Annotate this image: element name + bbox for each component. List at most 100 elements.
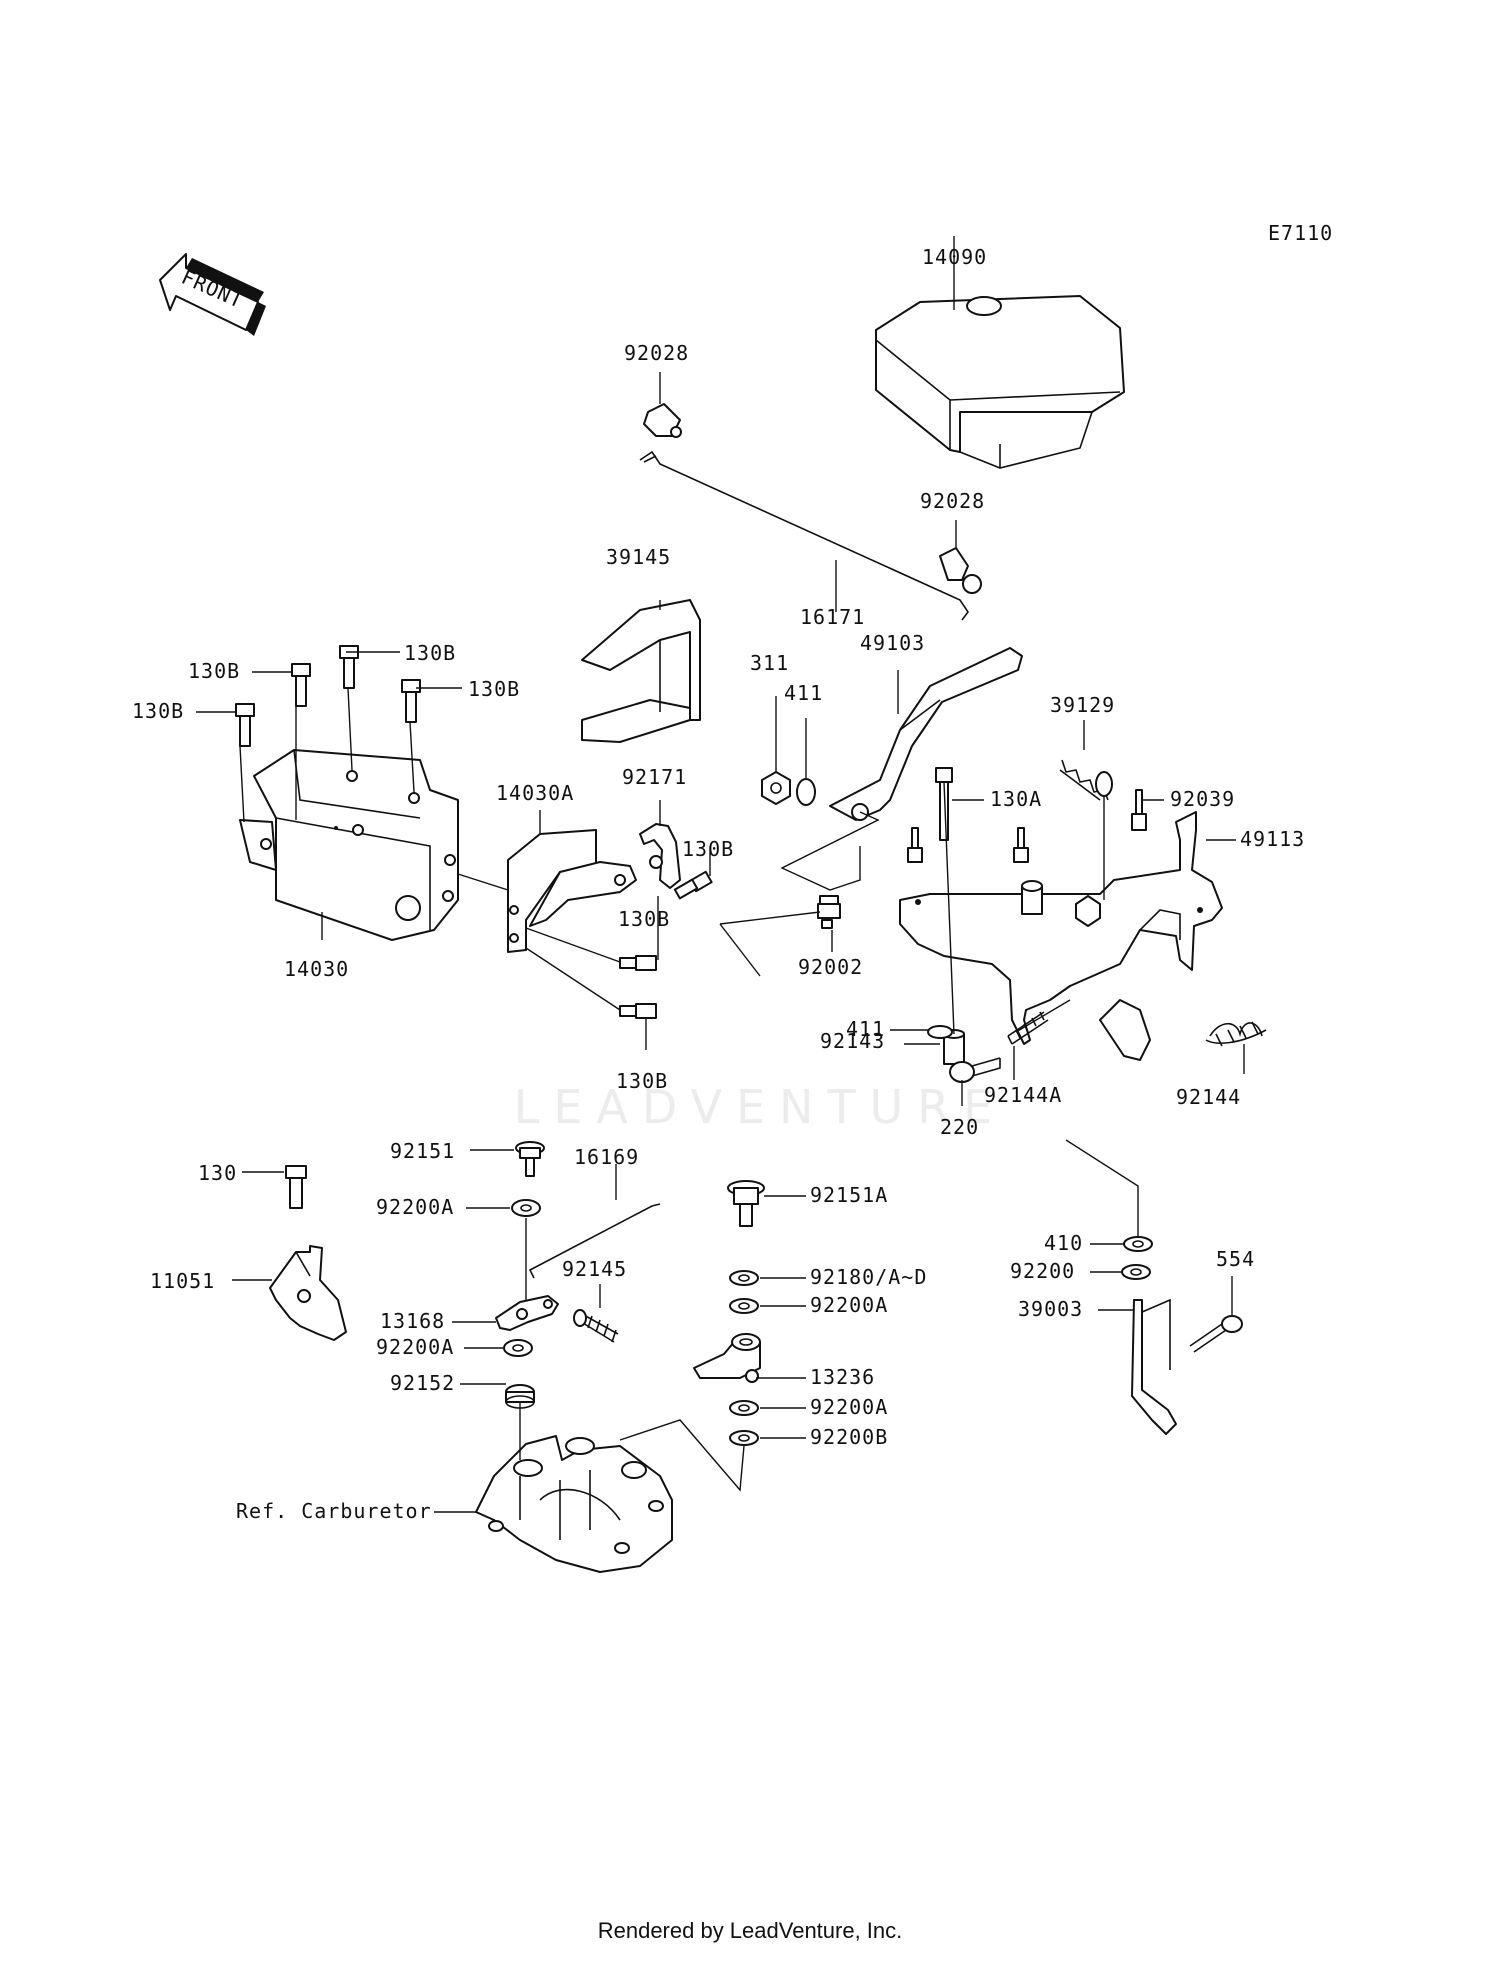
label-92200A-2[interactable]: 92200A (376, 1335, 454, 1359)
label-130B-7[interactable]: 130B (616, 1069, 668, 1093)
label-92002[interactable]: 92002 (798, 955, 863, 979)
front-arrow: FRONT (159, 253, 266, 336)
label-92200A-4[interactable]: 92200A (810, 1395, 888, 1419)
label-16169[interactable]: 16169 (574, 1145, 639, 1169)
label-220[interactable]: 220 (940, 1115, 979, 1139)
label-130B-3[interactable]: 130B (468, 677, 520, 701)
spring-92145[interactable] (573, 1309, 619, 1343)
label-92171[interactable]: 92171 (622, 765, 687, 789)
label-130[interactable]: 130 (198, 1161, 237, 1185)
label-39003[interactable]: 39003 (1018, 1297, 1083, 1321)
label-92180[interactable]: 92180/A~D (810, 1265, 927, 1289)
label-92028-top[interactable]: 92028 (624, 341, 689, 365)
pin-92039[interactable] (907, 789, 1147, 863)
part-labels: 14090 92028 92028 16171 39145 49103 311 … (132, 245, 1305, 1523)
washer-92200B[interactable] (729, 1430, 759, 1446)
lever-49103[interactable] (829, 647, 1023, 821)
label-311[interactable]: 311 (750, 651, 789, 675)
label-130B-6[interactable]: 130B (618, 907, 670, 931)
label-49113[interactable]: 49113 (1240, 827, 1305, 851)
watermark: LEADVENTURE (513, 1080, 1007, 1134)
air-cleaner-box-14030[interactable] (239, 749, 459, 941)
label-16171[interactable]: 16171 (800, 605, 865, 629)
nut-311[interactable] (761, 771, 791, 805)
carburetor-reference[interactable] (475, 1435, 673, 1573)
bolt-92151A[interactable] (727, 1180, 765, 1227)
clamp-92171[interactable] (639, 823, 681, 889)
bolt-130A[interactable] (935, 767, 953, 841)
label-130B-5[interactable]: 130B (682, 837, 734, 861)
label-13236[interactable]: 13236 (810, 1365, 875, 1389)
cotter-pin-554[interactable] (1189, 1315, 1243, 1353)
spring-92144A[interactable] (1007, 1011, 1049, 1045)
footer-credit: Rendered by LeadVenture, Inc. (597, 1918, 903, 1943)
washer-92200A-3[interactable] (729, 1298, 759, 1314)
label-92152[interactable]: 92152 (390, 1371, 455, 1395)
air-cleaner-cover-14090[interactable] (875, 295, 1125, 469)
lever-13168[interactable] (495, 1295, 559, 1331)
washer-411-bottom[interactable] (927, 1025, 953, 1039)
label-49103[interactable]: 49103 (860, 631, 925, 655)
bolt-130B-4[interactable] (235, 703, 255, 747)
label-14090[interactable]: 14090 (922, 245, 987, 269)
governor-rod-16171[interactable] (639, 450, 969, 621)
label-92028-bottom[interactable]: 92028 (920, 489, 985, 513)
bolt-130B-5[interactable] (673, 870, 713, 900)
spring-92144[interactable] (1205, 1021, 1267, 1047)
label-14030A[interactable]: 14030A (496, 781, 574, 805)
shaft-39003[interactable] (1131, 1298, 1177, 1435)
label-ref-carburetor[interactable]: Ref. Carburetor (236, 1499, 432, 1523)
bracket-49113[interactable] (899, 811, 1223, 1061)
label-92145[interactable]: 92145 (562, 1257, 627, 1281)
diagram-code: E7110 (1268, 221, 1333, 245)
label-11051[interactable]: 11051 (150, 1269, 215, 1293)
label-92200B[interactable]: 92200B (810, 1425, 888, 1449)
washer-92180[interactable] (729, 1270, 759, 1286)
cover-39145[interactable] (581, 599, 701, 743)
label-554[interactable]: 554 (1216, 1247, 1255, 1271)
bolt-130B-6[interactable] (619, 955, 657, 971)
bolt-130B-1[interactable] (291, 663, 311, 707)
washer-92200A-2[interactable] (503, 1339, 533, 1357)
label-13168[interactable]: 13168 (380, 1309, 445, 1333)
label-92200A-3[interactable]: 92200A (810, 1293, 888, 1317)
label-39145[interactable]: 39145 (606, 545, 671, 569)
label-411-bottom[interactable]: 411 (846, 1017, 885, 1041)
lever-13236[interactable] (693, 1333, 761, 1383)
bracket-11051[interactable] (269, 1245, 347, 1341)
label-92039[interactable]: 92039 (1170, 787, 1235, 811)
clip-92028-bottom[interactable] (939, 547, 982, 594)
label-130B-1[interactable]: 130B (188, 659, 240, 683)
washer-92200[interactable] (1121, 1264, 1151, 1280)
screw-92002[interactable] (817, 895, 841, 929)
bolt-130B-3[interactable] (401, 679, 421, 723)
washer-92200A-4[interactable] (729, 1400, 759, 1416)
washer-92200A-1[interactable] (511, 1199, 541, 1217)
bracket-14030A[interactable] (507, 829, 637, 953)
washer-410[interactable] (1123, 1236, 1153, 1252)
link-rod-16169[interactable] (528, 1203, 661, 1279)
bolt-130B-7[interactable] (619, 1003, 657, 1019)
clip-92028-top[interactable] (643, 403, 682, 438)
label-92143[interactable]: 92143 (820, 1029, 885, 1053)
label-92144A[interactable]: 92144A (984, 1083, 1062, 1107)
label-130B-2[interactable]: 130B (404, 641, 456, 665)
bolt-130[interactable] (285, 1165, 307, 1209)
label-92200A-1[interactable]: 92200A (376, 1195, 454, 1219)
label-39129[interactable]: 39129 (1050, 693, 1115, 717)
label-92151A[interactable]: 92151A (810, 1183, 888, 1207)
spring-39129[interactable] (1059, 759, 1113, 801)
washer-411-top[interactable] (796, 778, 816, 806)
label-92144[interactable]: 92144 (1176, 1085, 1241, 1109)
bolt-92151[interactable] (515, 1141, 545, 1177)
label-92151[interactable]: 92151 (390, 1139, 455, 1163)
label-411-top[interactable]: 411 (784, 681, 823, 705)
label-130B-4[interactable]: 130B (132, 699, 184, 723)
label-92200[interactable]: 92200 (1010, 1259, 1075, 1283)
leader-lines (196, 236, 1245, 1513)
label-410[interactable]: 410 (1044, 1231, 1083, 1255)
label-130A[interactable]: 130A (990, 787, 1042, 811)
label-14030[interactable]: 14030 (284, 957, 349, 981)
